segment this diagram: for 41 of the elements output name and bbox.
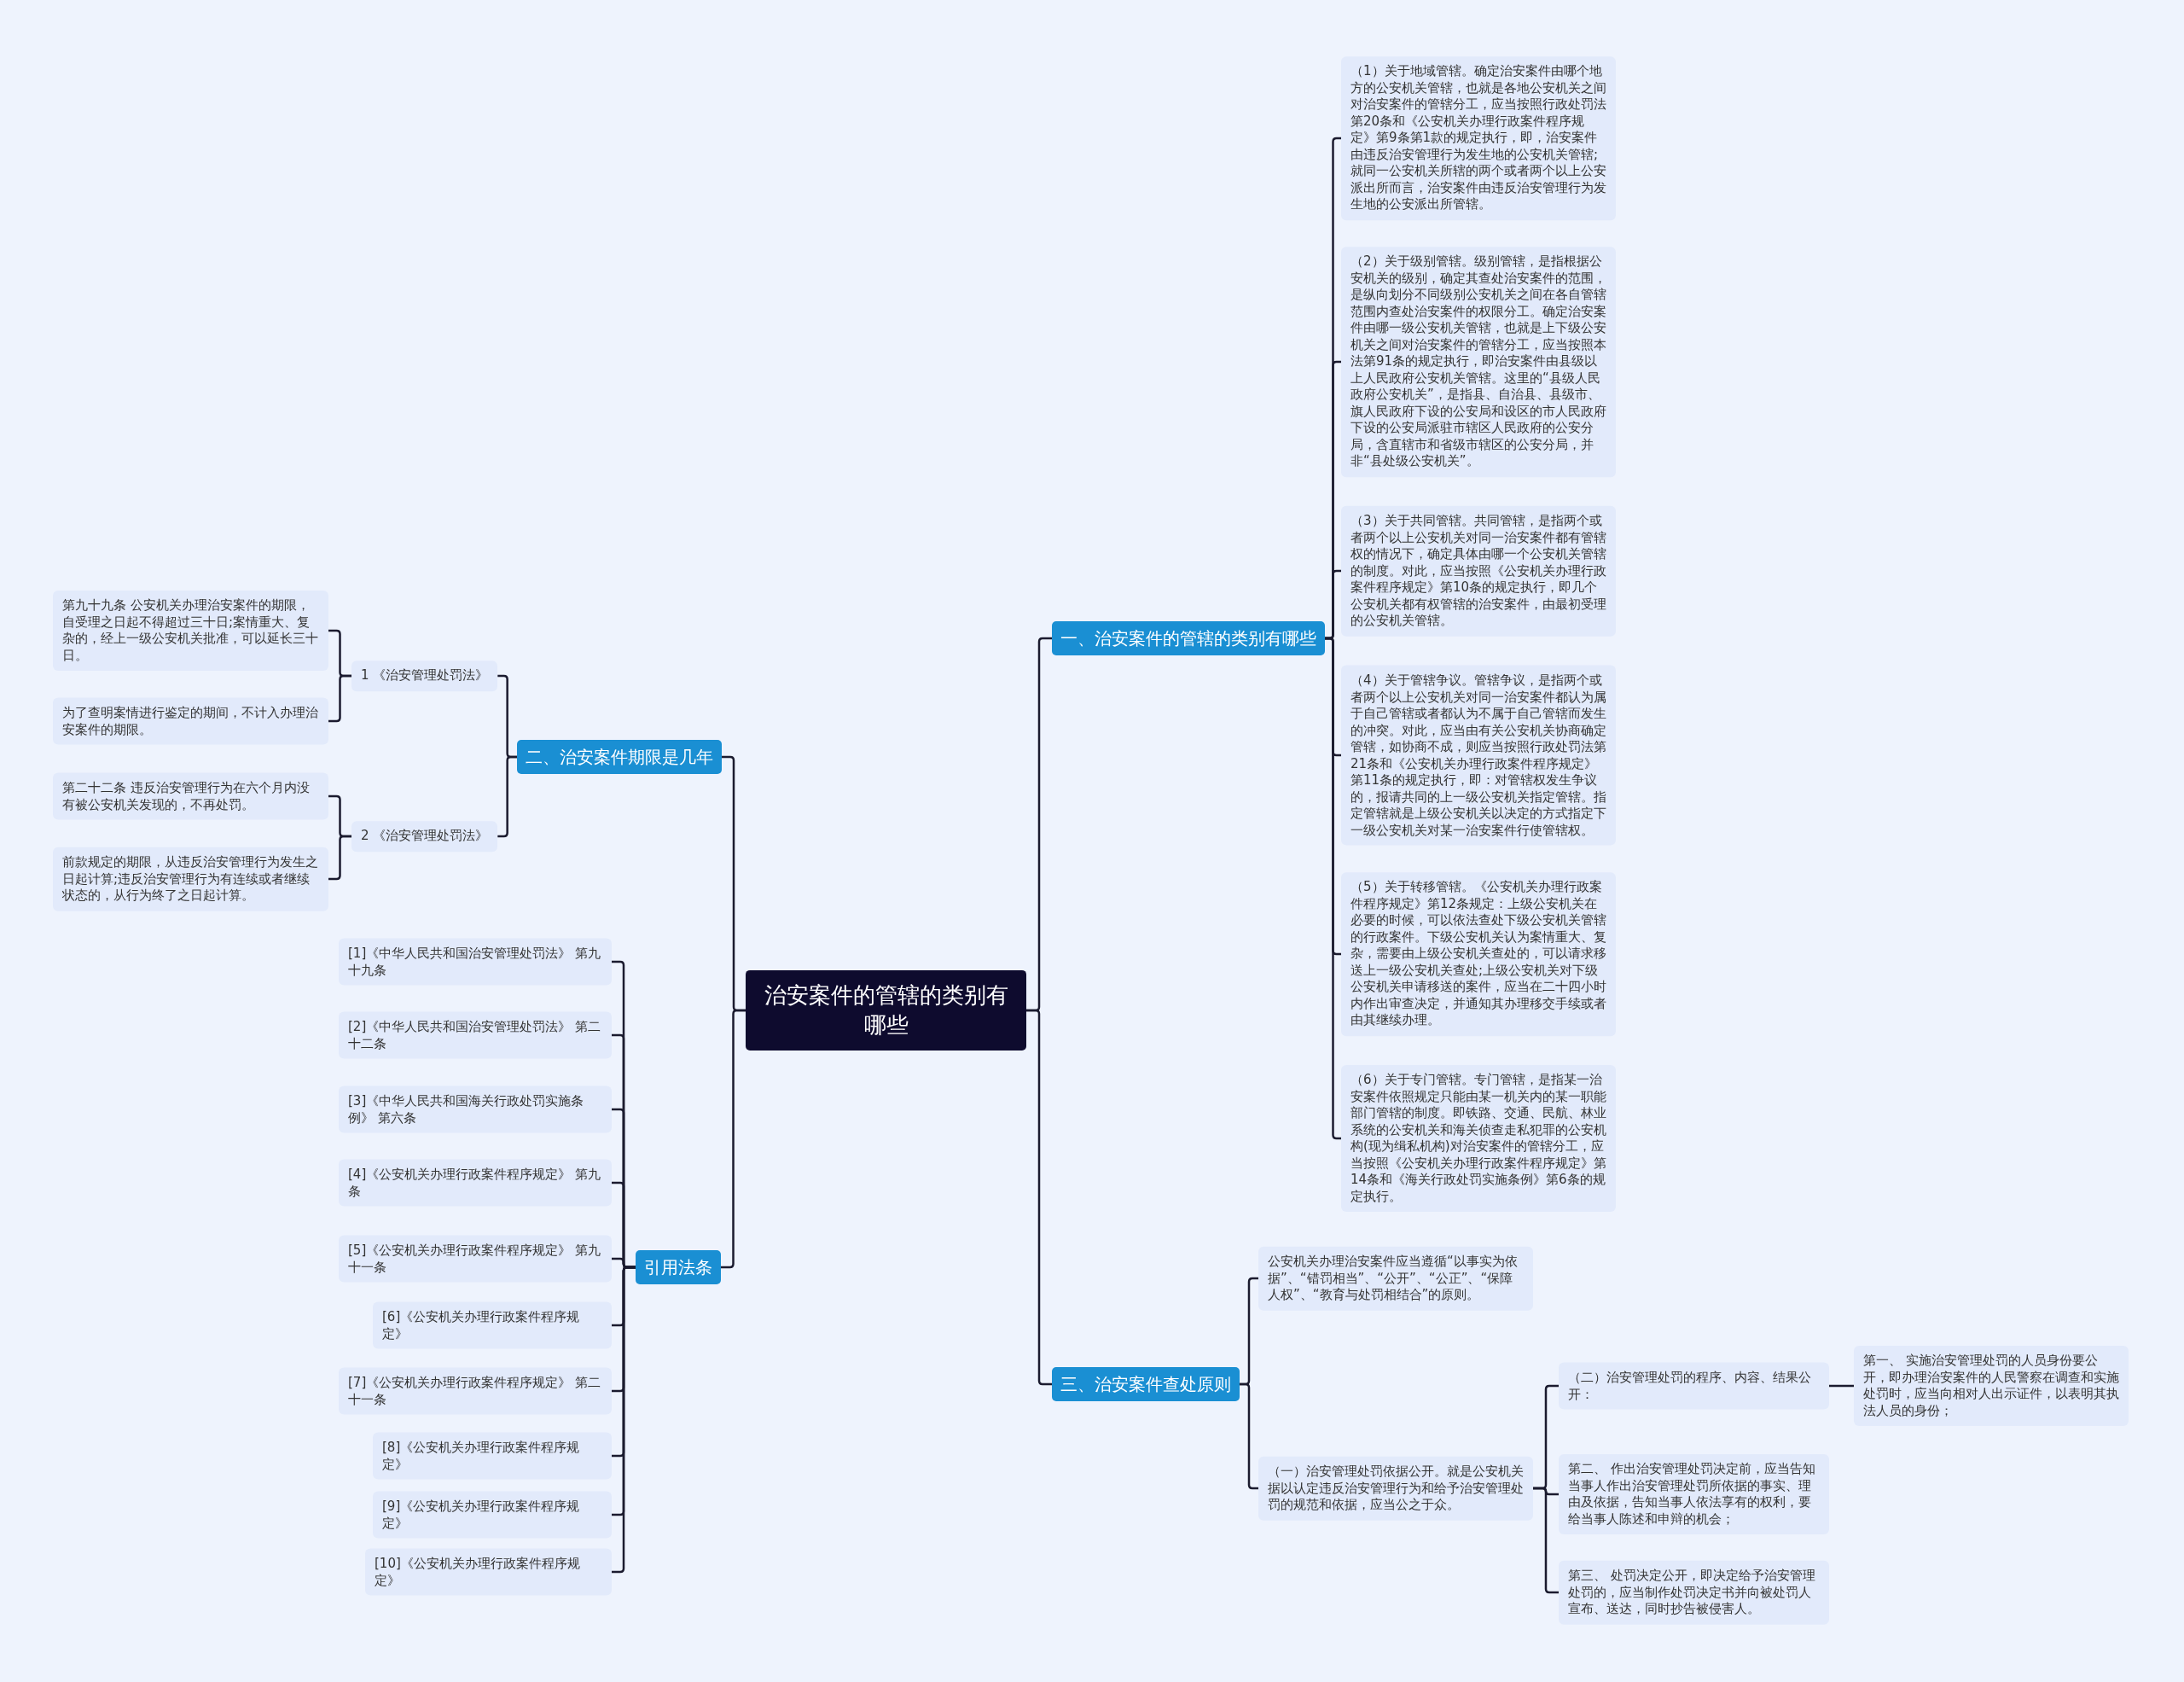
topic-card: [3]《中华人民共和国海关行政处罚实施条例》 第六条 [339, 1085, 612, 1133]
branch-topic: 二、治安案件期限是几年 [517, 740, 722, 774]
topic-card: [5]《公安机关办理行政案件程序规定》 第九十一条 [339, 1235, 612, 1283]
topic-card: 第九十九条 公安机关办理治安案件的期限，自受理之日起不得超过三十日;案情重大、复杂的，经上一级公安机关批准，可以延长三十日。 [53, 591, 328, 671]
topic-card: [4]《公安机关办理行政案件程序规定》 第九条 [339, 1159, 612, 1207]
connector-line [328, 835, 351, 881]
branch-topic: 一、治安案件的管辖的类别有哪些 [1052, 621, 1325, 655]
topic-card: 为了查明案情进行鉴定的期间，不计入办理治安案件的期限。 [53, 697, 328, 745]
topic-card: （一）治安管理处罚依据公开。就是公安机关据以认定违反治安管理行为和给予治安管理处罚的规范和依据，应当公之于众。 [1258, 1456, 1533, 1521]
topic-card: [10]《公安机关办理行政案件程序规定》 [365, 1548, 612, 1596]
topic-card: [6]《公安机关办理行政案件程序规定》 [373, 1301, 612, 1349]
connector-line [328, 674, 351, 723]
connector-line [1026, 1009, 1052, 1386]
topic-card: 1 《治安管理处罚法》 [351, 661, 498, 691]
topic-card: 第二十二条 违反治安管理行为在六个月内没有被公安机关发现的，不再处罚。 [53, 772, 328, 820]
topic-card: （6）关于专门管辖。专门管辖，是指某一治安案件依照规定只能由某一机关内的某一职能部门管辖的制度。即铁路、交通、民航、林业系统的公安机关和海关侦查走私犯罪的公安机构(现为缉私机构)对治安案件的管辖分工，应当按照《公安机关办理行政案件程序规定》第14条和《海关行政处罚实施条例》第6条的规定执行。 [1341, 1065, 1616, 1212]
topic-card: （1）关于地域管辖。确定治安案件由哪个地方的公安机关管辖，也就是各地公安机关之间对治安案件的管辖分工，应当按照行政处罚法第20条和《公安机关办理行政案件程序规定》第9条第1款的规定执行，即，治安案件由违反治安管理行为发生地的公安机关管辖;就同一公安机关所辖的两个或者两个以上公安派出所而言，治安案件由违反治安管理行为发生地的公安派出所管辖。 [1341, 56, 1616, 220]
topic-card: [9]《公安机关办理行政案件程序规定》 [373, 1491, 612, 1539]
connector-line [1533, 1487, 1559, 1594]
connector-line [721, 1009, 746, 1269]
topic-card: 前款规定的期限，从违反治安管理行为发生之日起计算;违反治安管理行为有连续或者继续状态的，从行为终了之日起计算。 [53, 847, 328, 911]
branch-topic: 引用法条 [636, 1250, 721, 1284]
connector-line [1325, 637, 1341, 1140]
topic-card: （2）关于级别管辖。级别管辖，是指根据公安机关的级别，确定其查处治安案件的范围，是纵向划分不同级别公安机关之间在各自管辖范围内查处治安案件的权限分工。确定治安案件由哪一级公安机关管辖，也就是上下级公安机关之间对治安案件的管辖分工，应当按照本法第91条的规定执行，即治安案件由县级以上人民政府公安机关管辖。这里的“县级人民政府公安机关”，是指县、自治县、县级市、旗人民政府下设的公安局和设区的市人民政府下设的公安局派驻市辖区人民政府的公安分局，含直辖市和省级市辖区的公安分局，并非“县处级公安机关”。 [1341, 247, 1616, 477]
connector-line [612, 1266, 636, 1574]
topic-card: 第二、 作出治安管理处罚决定前，应当告知当事人作出治安管理处罚所依据的事实、理由及依据，告知当事人依法享有的权利，要给当事人陈述和申辩的机会； [1559, 1454, 1829, 1534]
topic-card: [8]《公安机关办理行政案件程序规定》 [373, 1432, 612, 1480]
branch-topic: 三、治安案件查处原则 [1052, 1367, 1240, 1401]
topic-card: （5）关于转移管辖。《公安机关办理行政案件程序规定》第12条规定：上级公安机关在必要的时候，可以依法查处下级公安机关管辖的行政案件。下级公安机关认为案情重大、复杂，需要由上级公安机关查处的，可以请求移送上一级公安机关查处;上级公安机关对下级公安机关申请移送的案件，应当在二十四小时内作出审查决定，并通知其办理移交手续或者由其继续办理。 [1341, 872, 1616, 1036]
topic-card: 第三、 处罚决定公开，即决定给予治安管理处罚的，应当制作处罚决定书并向被处罚人宣布、送达，同时抄告被侵害人。 [1559, 1560, 1829, 1625]
topic-card: （3）关于共同管辖。共同管辖，是指两个或者两个以上公安机关对同一治安案件都有管辖权的情况下，确定具体由哪一个公安机关管辖的制度。对此，应当按照《公安机关办理行政案件程序规定》第10条的规定执行，即几个公安机关都有权管辖的治安案件，由最初受理的公安机关管辖。 [1341, 505, 1616, 637]
topic-card: （4）关于管辖争议。管辖争议，是指两个或者两个以上公安机关对同一治安案件都认为属于自己管辖或者都认为不属于自己管辖而发生的冲突。对此，应当由有关公安机关协商确定管辖，如协商不成，则应当按照行政处罚法第21条和《公安机关办理行政案件程序规定》第11条的规定执行，即：对管辖权发生争议的，报请共同的上一级公安机关指定管辖。指定管辖就是上级公安机关以决定的方式指定下一级公安机关对某一治安案件行使管辖权。 [1341, 665, 1616, 846]
topic-card: （二）治安管理处罚的程序、内容、结果公开： [1559, 1362, 1829, 1410]
topic-card: [7]《公安机关办理行政案件程序规定》 第二十一条 [339, 1367, 612, 1415]
topic-card: 第一、 实施治安管理处罚的人员身份要公开，即办理治安案件的人民警察在调查和实施处罚时，应当向相对人出示证件，以表明其执法人员的身份； [1854, 1346, 2129, 1426]
connector-line [1829, 1384, 1854, 1388]
topic-card: [2]《中华人民共和国治安管理处罚法》 第二十二条 [339, 1011, 612, 1059]
topic-card: 2 《治安管理处罚法》 [351, 821, 498, 852]
topic-card: 公安机关办理治安案件应当遵循“以事实为依据”、“错罚相当”、“公开”、“公正”、“保障人权”、“教育与处罚相结合”的原则。 [1258, 1246, 1533, 1311]
topic-card: [1]《中华人民共和国治安管理处罚法》 第九十九条 [339, 938, 612, 986]
central-topic: 治安案件的管辖的类别有哪些 [746, 969, 1026, 1051]
